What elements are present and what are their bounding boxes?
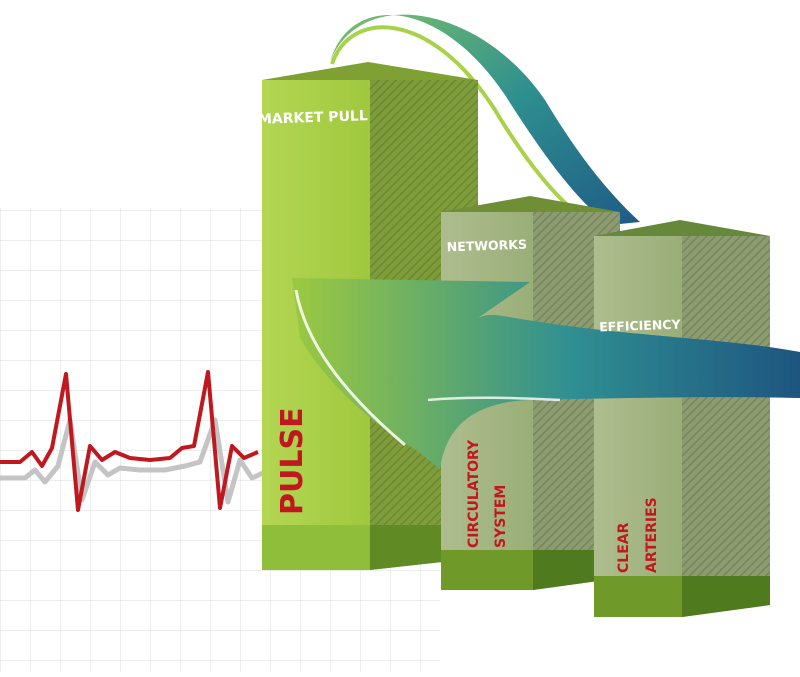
ecg-shadow-trace <box>0 417 267 505</box>
label-arteries: ARTERIES <box>644 497 660 573</box>
big-arrow-edge <box>427 396 561 402</box>
big-arrow-body <box>292 278 800 470</box>
top-arc-highlight <box>330 25 591 224</box>
pillar-networks-base <box>441 550 533 590</box>
label-pulse: PULSE <box>275 407 310 515</box>
big-arrow-highlight <box>294 289 406 447</box>
pillar-efficiency-base-side <box>682 576 770 617</box>
pillar-efficiency <box>594 220 770 617</box>
ecg-pulse-trace <box>0 370 259 512</box>
pillar-efficiency-base <box>594 576 682 617</box>
label-networks: NETWORKS <box>446 237 527 255</box>
big-curved-arrow <box>292 278 800 470</box>
label-market-pull: MARKET PULL <box>258 108 368 128</box>
pillar-efficiency-side <box>682 236 770 617</box>
label-system: SYSTEM <box>493 485 509 548</box>
top-arc-arrow <box>330 14 640 225</box>
label-clear: CLEAR <box>616 522 632 573</box>
pillar-efficiency-front <box>594 236 682 610</box>
label-efficiency: EFFICIENCY <box>599 317 682 335</box>
pillar-pulse-base <box>262 525 370 570</box>
label-circulatory: CIRCULATORY <box>466 439 482 548</box>
